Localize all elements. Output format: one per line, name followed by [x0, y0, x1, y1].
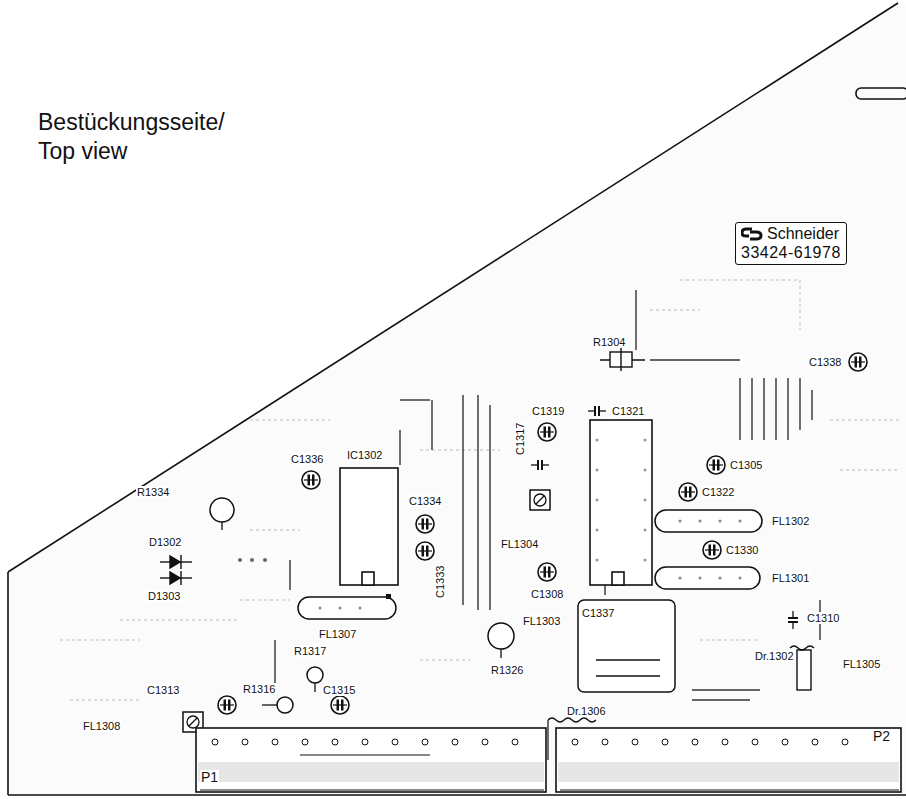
logo-box: Schneider33424-61978 [735, 222, 847, 265]
page-title: Bestückungsseite/ Top view [38, 108, 253, 166]
component-label: FL1301 [771, 572, 810, 584]
component-label: C1338 [808, 356, 842, 368]
component-label: Dr.1306 [566, 705, 607, 717]
logo-mark [741, 227, 763, 241]
component-label: C1313 [146, 684, 180, 696]
component-label: FL1307 [318, 628, 357, 640]
part-number: 33424-61978 [741, 243, 841, 262]
component-label: R1304 [592, 336, 626, 348]
component-label: FL1303 [522, 615, 561, 627]
component-label: C1317 [514, 422, 526, 456]
component-label: C1337 [581, 607, 615, 619]
component-label: FL1304 [500, 538, 539, 550]
component-label: C1319 [531, 405, 565, 417]
component-label: FL1302 [771, 515, 810, 527]
component-label: C1308 [530, 588, 564, 600]
connector-label: P2 [872, 729, 891, 744]
component-label: Dr.1302 [754, 650, 795, 662]
component-label: R1316 [242, 683, 276, 695]
component-label: R1334 [136, 486, 170, 498]
component-label: C1334 [408, 495, 442, 507]
connector-label: P1 [200, 770, 219, 785]
component-label: C1330 [725, 544, 759, 556]
component-label: R1326 [490, 664, 524, 676]
component-label: C1322 [701, 486, 735, 498]
component-label: FL1305 [842, 658, 881, 670]
component-label: R1317 [293, 645, 327, 657]
component-label: IC1302 [346, 449, 383, 461]
component-label: C1336 [290, 453, 324, 465]
component-label: D1303 [147, 590, 181, 602]
component-label: FL1308 [82, 720, 121, 732]
logo-row: Schneider [741, 224, 841, 243]
brand-name: Schneider [767, 224, 839, 243]
component-label: C1321 [611, 405, 645, 417]
component-label: C1333 [434, 565, 446, 599]
component-label: C1305 [729, 459, 763, 471]
component-label: C1310 [806, 612, 840, 624]
component-label: D1302 [148, 536, 182, 548]
component-label: C1315 [322, 684, 356, 696]
